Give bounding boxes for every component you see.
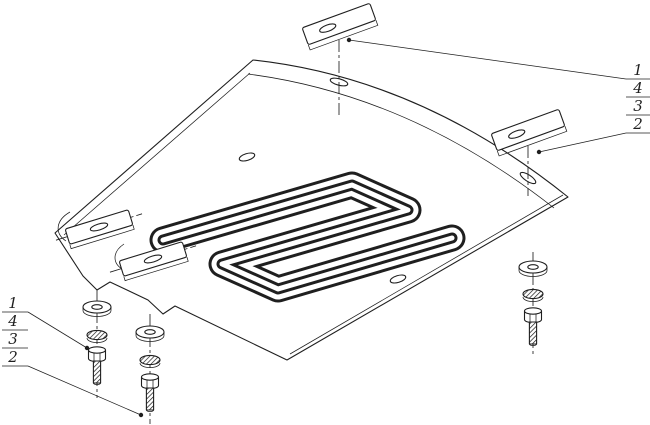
callout-number: 3 [8, 330, 18, 348]
bolt [87, 346, 107, 385]
callout-number: 1 [633, 61, 643, 79]
bolt [523, 307, 543, 346]
fastener-stack [135, 325, 165, 412]
bracket-plate [491, 109, 565, 151]
bolt-head-top [523, 307, 543, 315]
bracket-slot [143, 254, 163, 264]
flat-washer [518, 260, 548, 277]
leader-dot [84, 345, 90, 351]
callout-number: 3 [633, 97, 643, 115]
left-edge-inner-line [63, 72, 251, 236]
lock-washer [522, 288, 544, 302]
leader-line [348, 39, 627, 80]
plate-hole [238, 152, 256, 162]
bracket-slot [89, 222, 109, 232]
lock-washer [86, 329, 108, 343]
bracket-left-front [55, 209, 143, 250]
skid-plate [54, 59, 569, 361]
fastener-stack [518, 260, 548, 346]
leader-line [538, 132, 627, 153]
flat-washer [82, 300, 112, 317]
bracket-plate [302, 3, 376, 45]
bolt-head-top [87, 346, 107, 354]
leader-lines [27, 37, 627, 418]
bolt-head-top [140, 373, 160, 381]
fastener-stack [82, 300, 112, 385]
bracket-top [302, 3, 379, 51]
bracket-slot [508, 129, 526, 139]
bracket-thickness-line [307, 20, 379, 51]
bracket-slot [319, 23, 337, 33]
flat-washer [135, 325, 165, 342]
bolt [140, 373, 160, 412]
bracket-thickness-line [69, 224, 135, 250]
plate-hole [389, 274, 407, 284]
bolt-shank [92, 360, 102, 384]
leader-dot [138, 412, 144, 418]
left-tab-flap [57, 211, 71, 242]
bracket-thickness-line [496, 126, 568, 157]
stamped-channel-rib [149, 171, 466, 303]
leader-dot [536, 149, 542, 155]
lock-washer [139, 354, 161, 368]
leader-line [27, 365, 142, 416]
leader-line [27, 311, 88, 349]
bolt-shank [145, 387, 155, 411]
callout-number: 2 [7, 348, 18, 366]
leader-dot [346, 37, 352, 43]
bracket-left-rear [109, 241, 197, 282]
callout-stack-left: 1 4 3 2 [2, 294, 28, 367]
bolt-shank [528, 321, 538, 345]
callout-number: 4 [7, 312, 18, 330]
callout-number: 2 [632, 115, 643, 133]
callout-number: 1 [8, 294, 18, 312]
callout-stack-right: 1 4 3 2 [626, 61, 650, 134]
flange-fold-line [247, 73, 555, 209]
bottom-edge-thickness-line [289, 194, 564, 355]
callout-number: 4 [632, 79, 643, 97]
bracket-right [491, 109, 568, 157]
bracket-thickness-line [123, 256, 189, 282]
